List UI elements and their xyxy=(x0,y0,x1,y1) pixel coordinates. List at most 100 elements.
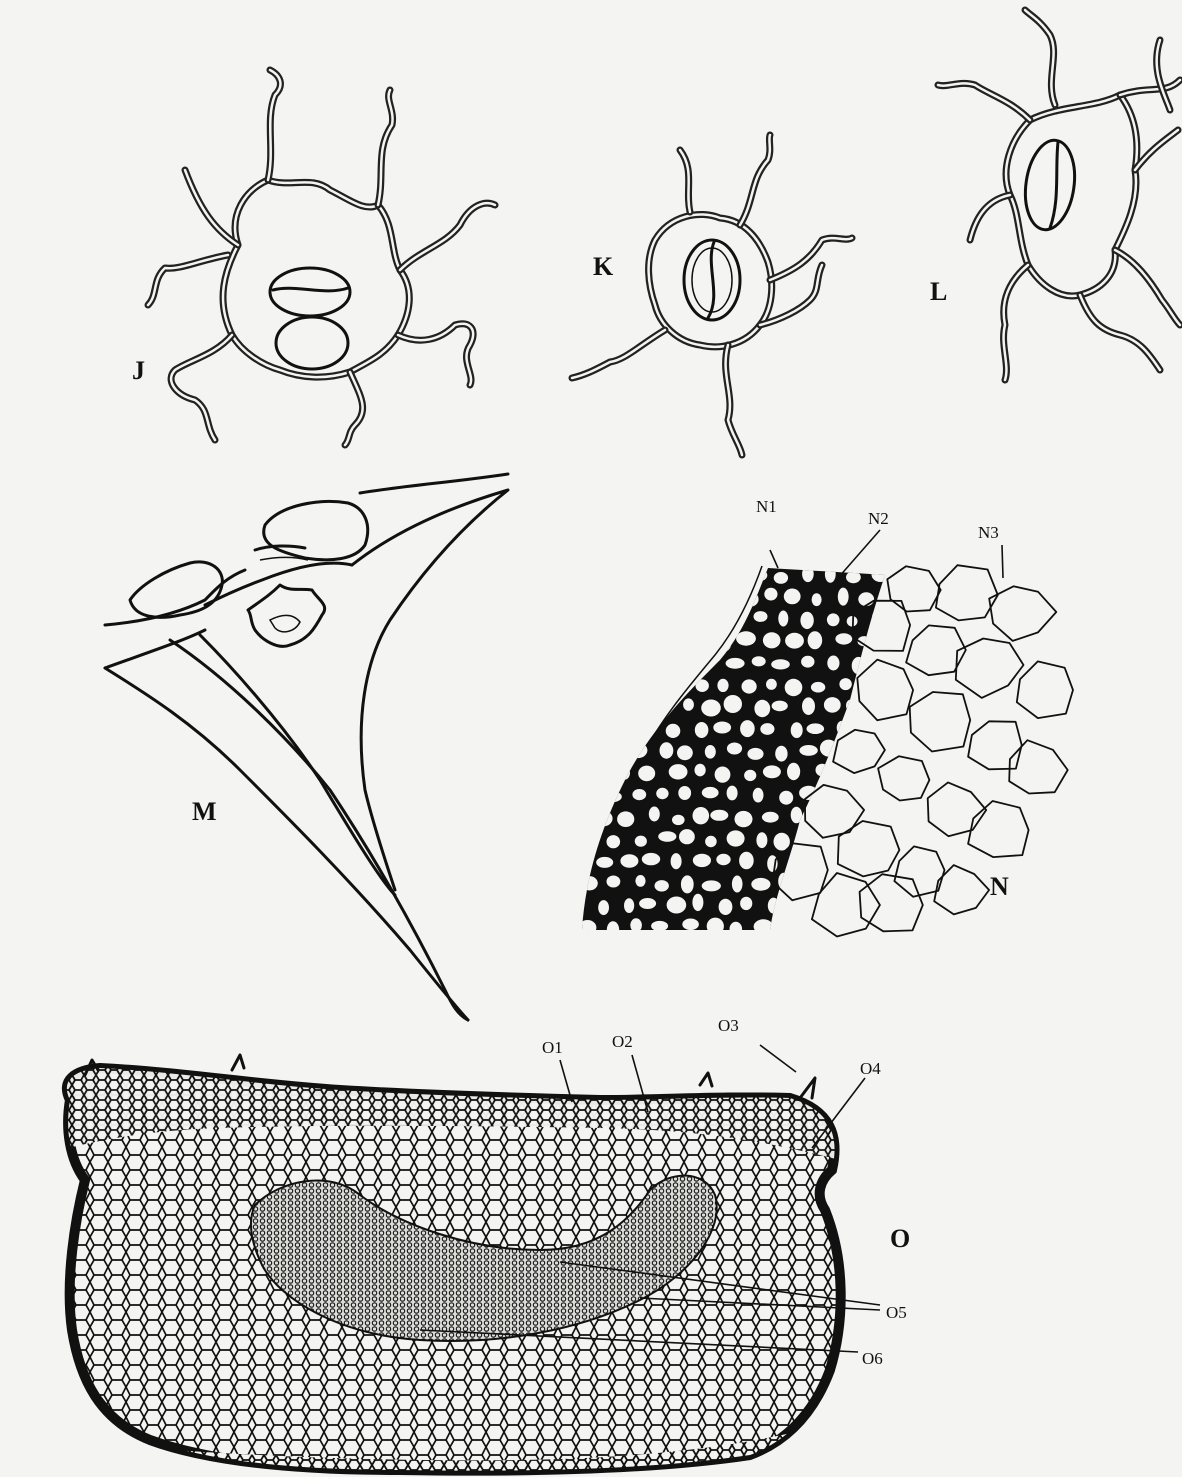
sclerenchyma-lumen xyxy=(639,898,656,909)
sclerenchyma-lumen xyxy=(872,610,882,625)
sclerenchyma-lumen xyxy=(592,677,608,695)
sclerenchyma-lumen xyxy=(634,566,647,582)
sclerenchyma-lumen xyxy=(742,679,757,693)
sclerenchyma-lumen xyxy=(717,679,728,692)
sclerenchyma-lumen xyxy=(744,770,756,781)
sclerenchyma-lumen xyxy=(838,588,849,606)
sclerenchyma-lumen xyxy=(693,854,711,867)
sclerenchyma-lumen xyxy=(778,611,788,627)
parenchyma-cell xyxy=(934,865,989,914)
sclerenchyma-lumen xyxy=(667,592,682,606)
parenchyma-cell xyxy=(910,692,971,752)
sclerenchyma-lumen xyxy=(882,902,899,913)
sclerenchyma-lumen xyxy=(727,786,738,801)
sclerenchyma-lumen xyxy=(658,831,676,842)
sclerenchyma-lumen xyxy=(736,631,756,645)
sclerenchyma-lumen xyxy=(582,747,600,758)
sclerenchyma-lumen xyxy=(872,920,891,938)
sclerenchyma-lumen xyxy=(730,922,743,937)
sclerenchyma-lumen xyxy=(713,722,731,734)
sclerenchyma-lumen xyxy=(762,812,779,823)
panel-j-guard-cells xyxy=(270,268,350,369)
sclerenchyma-lumen xyxy=(677,745,693,760)
sclerenchyma-lumen xyxy=(785,633,804,649)
sclerenchyma-lumen xyxy=(716,854,730,865)
sclerenchyma-lumen xyxy=(807,723,825,734)
sclerenchyma-lumen xyxy=(811,682,825,693)
parenchyma-cell xyxy=(1017,661,1073,718)
sclerenchyma-lumen xyxy=(846,571,861,583)
sclerenchyma-lumen xyxy=(825,565,836,582)
parenchyma-cell xyxy=(936,565,998,620)
sclerenchyma-lumen xyxy=(631,611,642,621)
sclerenchyma-lumen xyxy=(791,722,803,738)
sclerenchyma-lumen xyxy=(652,702,667,712)
sclerenchyma-lumen xyxy=(695,722,709,738)
sclerenchyma-lumen xyxy=(679,829,695,844)
sclerenchyma-lumen xyxy=(835,633,852,644)
panel-o-spine-mid xyxy=(232,1055,244,1070)
n2-label: N2 xyxy=(868,509,889,528)
sclerenchyma-lumen xyxy=(667,897,687,914)
sclerenchyma-lumen xyxy=(656,788,668,799)
sclerenchyma-lumen xyxy=(760,723,774,735)
sclerenchyma-lumen xyxy=(885,721,895,737)
sclerenchyma-lumen xyxy=(787,763,800,780)
sclerenchyma-lumen xyxy=(885,681,900,691)
parenchyma-cell xyxy=(805,785,864,838)
o3-label: O3 xyxy=(718,1016,739,1035)
sclerenchyma-lumen xyxy=(579,609,596,625)
sclerenchyma-lumen xyxy=(610,567,621,584)
sclerenchyma-lumen xyxy=(681,875,694,893)
parenchyma-cell xyxy=(857,660,913,721)
sclerenchyma-lumen xyxy=(767,855,777,872)
sclerenchyma-lumen xyxy=(774,572,788,584)
sclerenchyma-lumen xyxy=(715,767,731,783)
sclerenchyma-lumen xyxy=(779,791,793,805)
sclerenchyma-lumen xyxy=(837,721,847,735)
sclerenchyma-lumen xyxy=(846,699,857,712)
sclerenchyma-lumen xyxy=(669,764,688,779)
sclerenchyma-lumen xyxy=(812,593,822,606)
parenchyma-cell xyxy=(1009,740,1067,793)
sclerenchyma-lumen xyxy=(594,632,609,649)
sclerenchyma-lumen xyxy=(754,611,768,622)
panel-m-label: M xyxy=(192,797,217,826)
sclerenchyma-lumen xyxy=(747,748,763,760)
sclerenchyma-lumen xyxy=(607,835,621,848)
n1-label: N1 xyxy=(756,497,777,516)
sclerenchyma-lumen xyxy=(583,656,595,672)
sclerenchyma-lumen xyxy=(655,880,669,891)
sclerenchyma-lumen xyxy=(642,633,661,648)
sclerenchyma-lumen xyxy=(598,900,609,915)
sclerenchyma-lumen xyxy=(772,701,788,712)
sclerenchyma-lumen xyxy=(781,916,791,933)
panel-j-label: J xyxy=(132,356,145,385)
sclerenchyma-lumen xyxy=(657,567,672,579)
sclerenchyma-lumen xyxy=(702,880,721,891)
sclerenchyma-lumen xyxy=(752,656,766,666)
sclerenchyma-lumen xyxy=(618,721,629,734)
panel-o-spine-far-right xyxy=(800,1078,815,1098)
sclerenchyma-lumen xyxy=(633,703,648,714)
sclerenchyma-lumen xyxy=(801,656,814,668)
sclerenchyma-lumen xyxy=(692,894,703,911)
sclerenchyma-lumen xyxy=(620,854,638,867)
sclerenchyma-lumen xyxy=(705,836,717,847)
sclerenchyma-lumen xyxy=(699,563,718,581)
sclerenchyma-lumen xyxy=(681,566,697,580)
panel-n-tissue-section: N1 N2 N3 N xyxy=(579,497,1073,938)
sclerenchyma-lumen xyxy=(615,589,632,604)
sclerenchyma-lumen xyxy=(660,742,674,758)
sclerenchyma-lumen xyxy=(596,857,613,868)
sclerenchyma-lumen xyxy=(606,701,622,713)
panel-l-epidermal-walls xyxy=(938,10,1180,380)
sclerenchyma-lumen xyxy=(754,700,770,717)
sclerenchyma-lumen xyxy=(724,695,742,713)
parenchyma-cell xyxy=(968,801,1029,857)
sclerenchyma-lumen xyxy=(854,900,874,910)
o4-label: O4 xyxy=(860,1059,881,1078)
n1-leader xyxy=(770,550,778,568)
sclerenchyma-lumen xyxy=(597,725,608,738)
sclerenchyma-lumen xyxy=(839,678,851,690)
